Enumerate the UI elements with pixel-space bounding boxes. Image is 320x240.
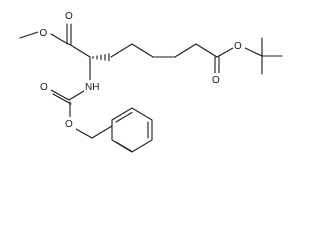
bond-ester-o-right — [216, 47, 234, 58]
benzene-ring — [111, 107, 153, 153]
atom-o-carbamate-carbonyl: O — [39, 80, 51, 93]
bond-carb-o-top-1 — [50, 89, 70, 101]
atom-o-carbamate-ether: O — [64, 117, 76, 130]
bond-carb-o-top-2 — [52, 93, 72, 105]
bond-chain-2 — [131, 43, 154, 58]
svg-text:NH: NH — [85, 82, 99, 93]
bond-chain-5 — [195, 43, 218, 58]
svg-text:O: O — [65, 119, 73, 130]
atom-nh: NH — [84, 80, 102, 93]
svg-text:O: O — [234, 41, 242, 52]
atom-o-methoxy: O — [38, 26, 50, 39]
stereo-hash-bond — [92, 53, 110, 62]
bond-o-ch2 — [75, 128, 93, 139]
svg-text:O: O — [65, 11, 73, 22]
svg-text:O: O — [40, 82, 48, 93]
svg-text:O: O — [212, 75, 220, 86]
bond-n-carbonyl — [68, 90, 85, 101]
svg-text:O: O — [40, 28, 48, 39]
bond-o-tbu — [244, 47, 263, 57]
bond-chain-1 — [110, 43, 133, 58]
bond-omethyl-carbonyl — [50, 33, 69, 45]
atom-o-tbu-ether: O — [233, 39, 245, 52]
atom-o-tbu-carbonyl: O — [211, 73, 223, 86]
bond-chain-4 — [174, 43, 197, 58]
bond-methyl — [19, 31, 39, 39]
bond-ch2-ring — [91, 125, 113, 139]
atom-o-methyl-ester-carbonyl: O — [63, 9, 75, 22]
chemical-structure-diagram: O O NH O O O O — [19, 9, 283, 153]
bond-carbonyl-alpha — [68, 43, 91, 58]
